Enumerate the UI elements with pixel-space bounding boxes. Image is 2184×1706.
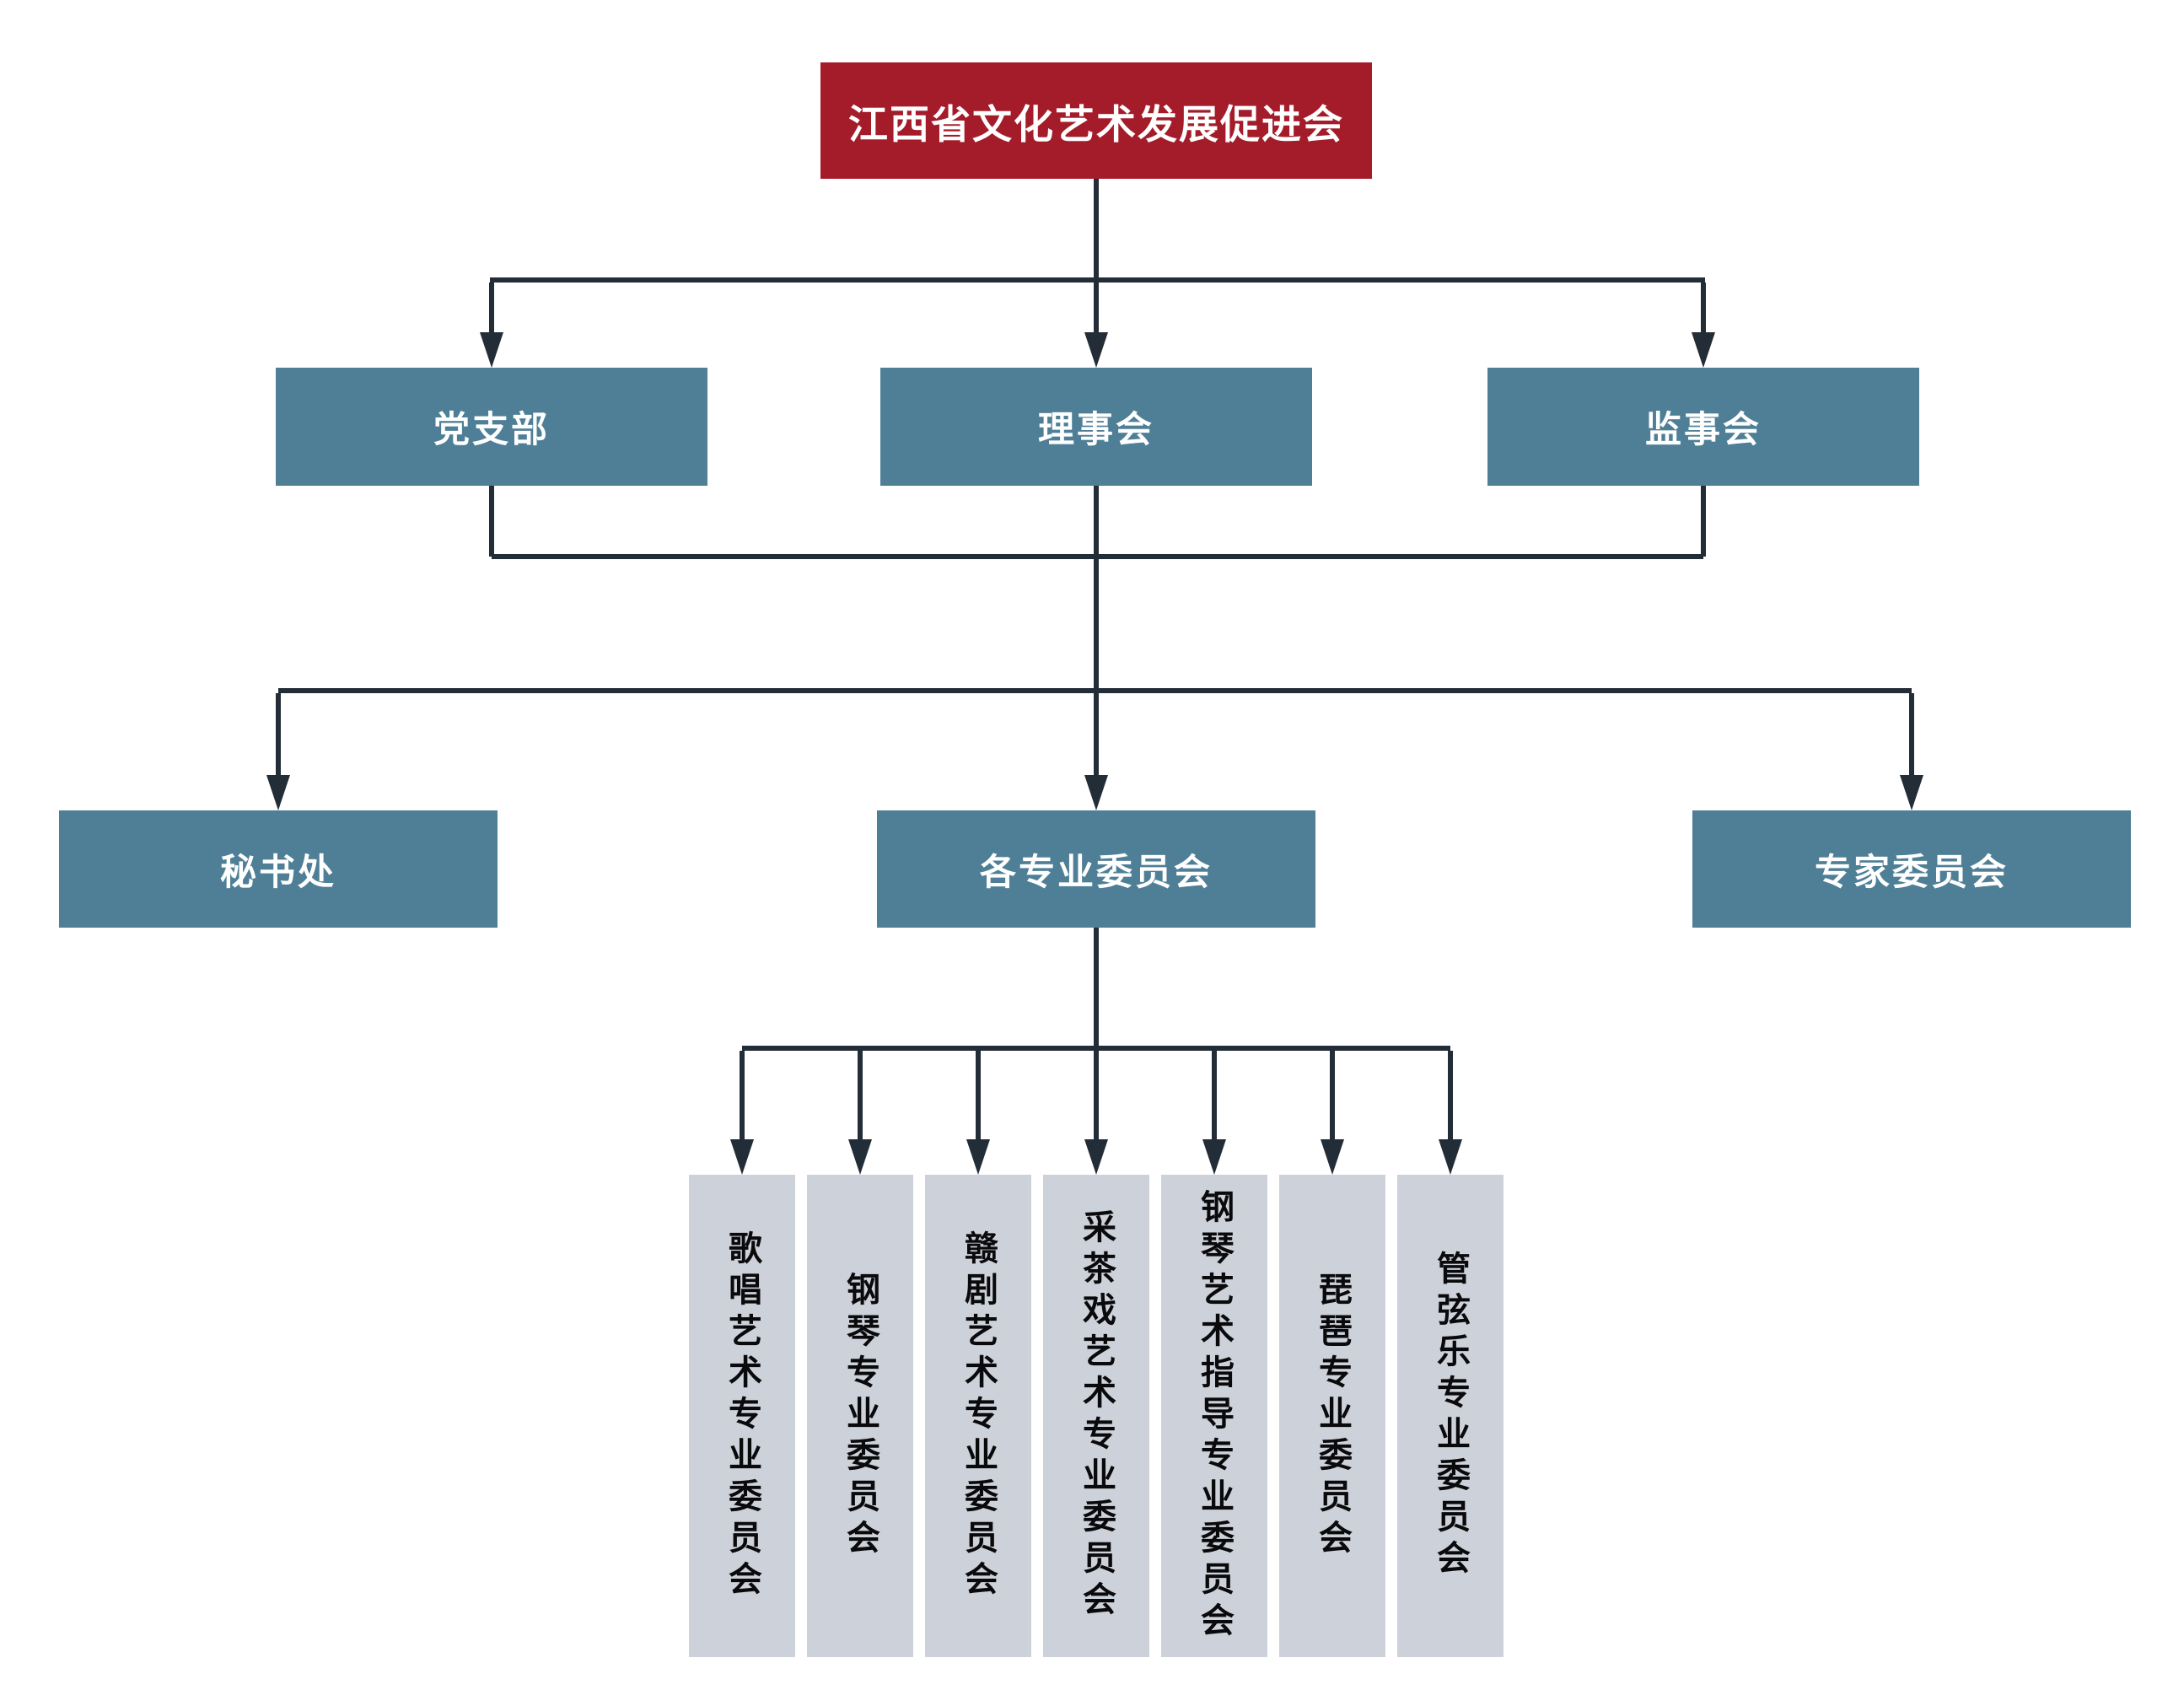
committee-label: 钢琴艺术指导专业委员会 bbox=[1196, 1188, 1233, 1644]
node-committee-orchestral: 管弦乐专业委员会 bbox=[1397, 1175, 1504, 1657]
committee-label: 钢琴专业委员会 bbox=[842, 1271, 879, 1561]
node-committee-piano-art-direction: 钢琴艺术指导专业委员会 bbox=[1161, 1175, 1267, 1657]
node-party-branch: 党支部 bbox=[276, 368, 707, 486]
node-supervisory-board: 监事会 bbox=[1487, 368, 1919, 486]
committee-label: 赣剧艺术专业委员会 bbox=[960, 1230, 997, 1602]
node-committee-tea-picking-opera: 采茶戏艺术专业委员会 bbox=[1043, 1175, 1149, 1657]
node-committee-piano: 钢琴专业委员会 bbox=[807, 1175, 913, 1657]
node-professional-committees: 各专业委员会 bbox=[877, 810, 1315, 928]
node-expert-committee: 专家委员会 bbox=[1692, 810, 2131, 928]
node-committee-gan-opera: 赣剧艺术专业委员会 bbox=[925, 1175, 1031, 1657]
node-secretariat: 秘书处 bbox=[59, 810, 498, 928]
node-committee-singing: 歌唱艺术专业委员会 bbox=[689, 1175, 795, 1657]
node-association-root: 江西省文化艺术发展促进会 bbox=[820, 62, 1372, 179]
node-council: 理事会 bbox=[880, 368, 1312, 486]
committee-label: 管弦乐专业委员会 bbox=[1432, 1251, 1469, 1581]
committee-label: 采茶戏艺术专业委员会 bbox=[1078, 1209, 1115, 1623]
committee-label: 琵琶专业委员会 bbox=[1314, 1271, 1351, 1561]
committee-label: 歌唱艺术专业委员会 bbox=[724, 1230, 761, 1602]
node-committee-pipa: 琵琶专业委员会 bbox=[1279, 1175, 1385, 1657]
